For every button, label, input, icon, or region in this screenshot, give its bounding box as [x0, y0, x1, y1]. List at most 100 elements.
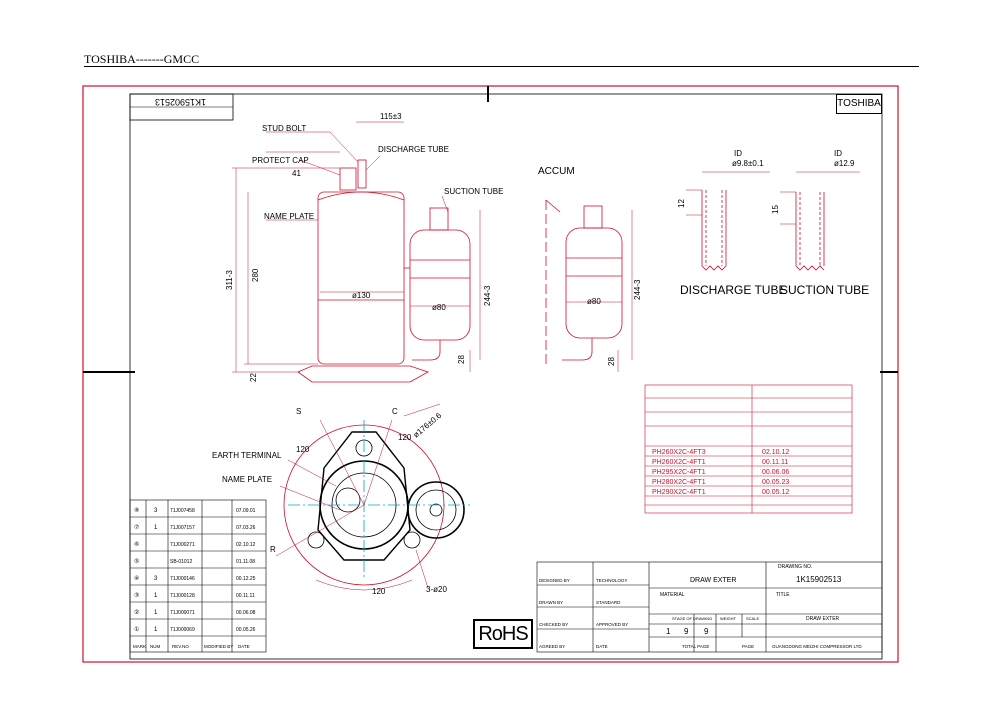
dim-120a: 120 — [296, 445, 310, 454]
tb-scale-label: SCALE — [746, 616, 759, 621]
dim-id2v: ø12.9 — [834, 159, 855, 168]
rev-head-date: DATE — [238, 644, 250, 649]
revision-table — [129, 499, 267, 653]
drawing-no-mirror: 1K15902513 — [155, 97, 206, 107]
tb-title-label: TITLE — [776, 592, 790, 598]
rev-date: 00.11.11 — [236, 593, 255, 599]
model-date: 00.05.23 — [762, 479, 789, 486]
model-name: PH290X2C-4FT1 — [652, 489, 706, 496]
tb-total-page: TOTAL PAGE — [682, 644, 709, 649]
rev-no: 71J007458 — [170, 508, 195, 514]
tb-weight-label: WEIGHT — [720, 616, 737, 621]
tb-stage-label: STAGE OF DRAWING — [672, 616, 712, 621]
model-name: PH260X2C-4FT3 — [652, 449, 706, 456]
front-view — [297, 159, 471, 383]
model-name: PH295X2C-4FT1 — [652, 469, 706, 476]
dim-244b: 244-3 — [633, 279, 642, 300]
rev-no: 71J000069 — [170, 627, 195, 633]
model-date: 00.06.06 — [762, 469, 789, 476]
rev-date: 00.12.25 — [236, 576, 256, 582]
rev-qty: 1 — [154, 610, 158, 616]
rev-head-qty: NUM — [150, 644, 160, 649]
model-date: 02.10.12 — [762, 449, 789, 456]
tb-technology: TECHNOLOGY — [596, 578, 628, 583]
dim-244: 244-3 — [483, 285, 492, 306]
rev-date: 07.09.01 — [236, 508, 256, 514]
dim-s: S — [296, 407, 301, 416]
label-accum: ACCUM — [538, 166, 575, 177]
top-view — [275, 403, 470, 591]
header-rule — [84, 66, 919, 67]
title-block — [536, 561, 883, 653]
rev-mark: ⑦ — [134, 524, 139, 531]
dim-176: ø176±0.6 — [412, 411, 444, 440]
rev-no: 71J007157 — [170, 525, 195, 531]
label-name-plate2: NAME PLATE — [222, 475, 272, 484]
tb-drawing-no: 1K15902513 — [796, 575, 842, 584]
tb-stage2: 9 — [684, 627, 689, 636]
rev-qty: 1 — [154, 593, 158, 599]
label-protect-cap: PROTECT CAP — [252, 156, 309, 165]
rev-qty: 3 — [154, 508, 158, 514]
rev-mark: ⑥ — [134, 541, 139, 548]
tb-company: GUANGDONG MEIZHI COMPRESSOR LTD — [772, 644, 862, 649]
tb-agreed-by: AGREED BY — [539, 644, 565, 649]
label-earth-terminal: EARTH TERMINAL — [212, 451, 282, 460]
rev-head-no: REV.NO — [172, 644, 189, 649]
rev-no: SB-01012 — [170, 559, 192, 565]
rev-date: 07.03.26 — [236, 525, 256, 531]
model-name: PH280X2C-4FT1 — [652, 479, 706, 486]
rev-mark: ③ — [134, 592, 139, 599]
tube-details — [686, 171, 860, 271]
tb-stage3: 9 — [704, 627, 709, 636]
rev-no: 71J000146 — [170, 576, 195, 582]
front-dims — [232, 121, 481, 373]
rev-mark: ⑤ — [134, 558, 139, 565]
rev-date: 01.11.08 — [236, 559, 255, 565]
label-discharge-tube: DISCHARGE TUBE — [378, 145, 449, 154]
rev-mark: ⑧ — [134, 507, 139, 514]
rev-head-mark: MARK — [133, 644, 146, 649]
dim-28b: 28 — [607, 357, 616, 366]
dim-22: 22 — [249, 373, 258, 382]
tb-approved-by: APPROVED BY — [596, 622, 628, 627]
dim-120c: 120 — [372, 587, 386, 596]
dim-80: ø80 — [432, 303, 446, 312]
tb-date: DATE — [596, 644, 608, 649]
dim-id1: ID — [734, 149, 742, 158]
tb-drawing-no-label: DRAWING NO. — [778, 564, 812, 570]
rohs-mark: RoHS — [473, 619, 533, 649]
rev-mark: ④ — [134, 575, 139, 582]
model-table — [644, 384, 853, 514]
tb-standard: STANDARD — [596, 600, 621, 605]
tb-checked-by: CHECKED BY — [539, 622, 568, 627]
label-suction-tube-big: SUCTION TUBE — [780, 283, 869, 297]
model-date: 00.11.11 — [762, 459, 788, 466]
dim-c: C — [392, 407, 398, 416]
tb-material-label: MATERIAL — [660, 592, 685, 598]
tb-page: PAGE — [742, 644, 754, 649]
rev-date: 00.05.26 — [236, 627, 256, 633]
toshiba-logo: TOSHIBA — [836, 94, 882, 114]
outer-border — [82, 85, 899, 663]
label-suction-tube: SUCTION TUBE — [444, 187, 503, 196]
dim-id2: ID — [834, 149, 842, 158]
dim-115: 115±3 — [380, 112, 402, 121]
revision-rows: ⑧ 3 71J007458 07.09.01 ⑦ 1 71J007157 07.03.26 ⑥ 7… — [134, 507, 256, 633]
rev-qty: 3 — [154, 576, 158, 582]
label-discharge-tube-big: DISCHARGE TUBE — [680, 283, 786, 297]
rev-date: 02.10.12 — [236, 542, 256, 548]
tb-draw-exter-top: DRAW EXTER — [690, 577, 736, 584]
rev-mark: ① — [134, 626, 139, 633]
dim-311: 311-3 — [225, 270, 234, 290]
rev-head-by: MODIFIED BY — [204, 644, 233, 649]
dim-15: 15 — [771, 205, 780, 214]
page-header: TOSHIBA-------GMCC — [84, 52, 200, 66]
rev-qty: 1 — [154, 525, 158, 531]
model-date: 00.05.12 — [762, 489, 789, 496]
dim-120b: 120 — [398, 433, 412, 442]
tb-title: DRAW EXTER — [806, 616, 840, 622]
dim-280: 280 — [251, 268, 260, 282]
model-name: PH260X2C-4FT1 — [652, 459, 706, 466]
